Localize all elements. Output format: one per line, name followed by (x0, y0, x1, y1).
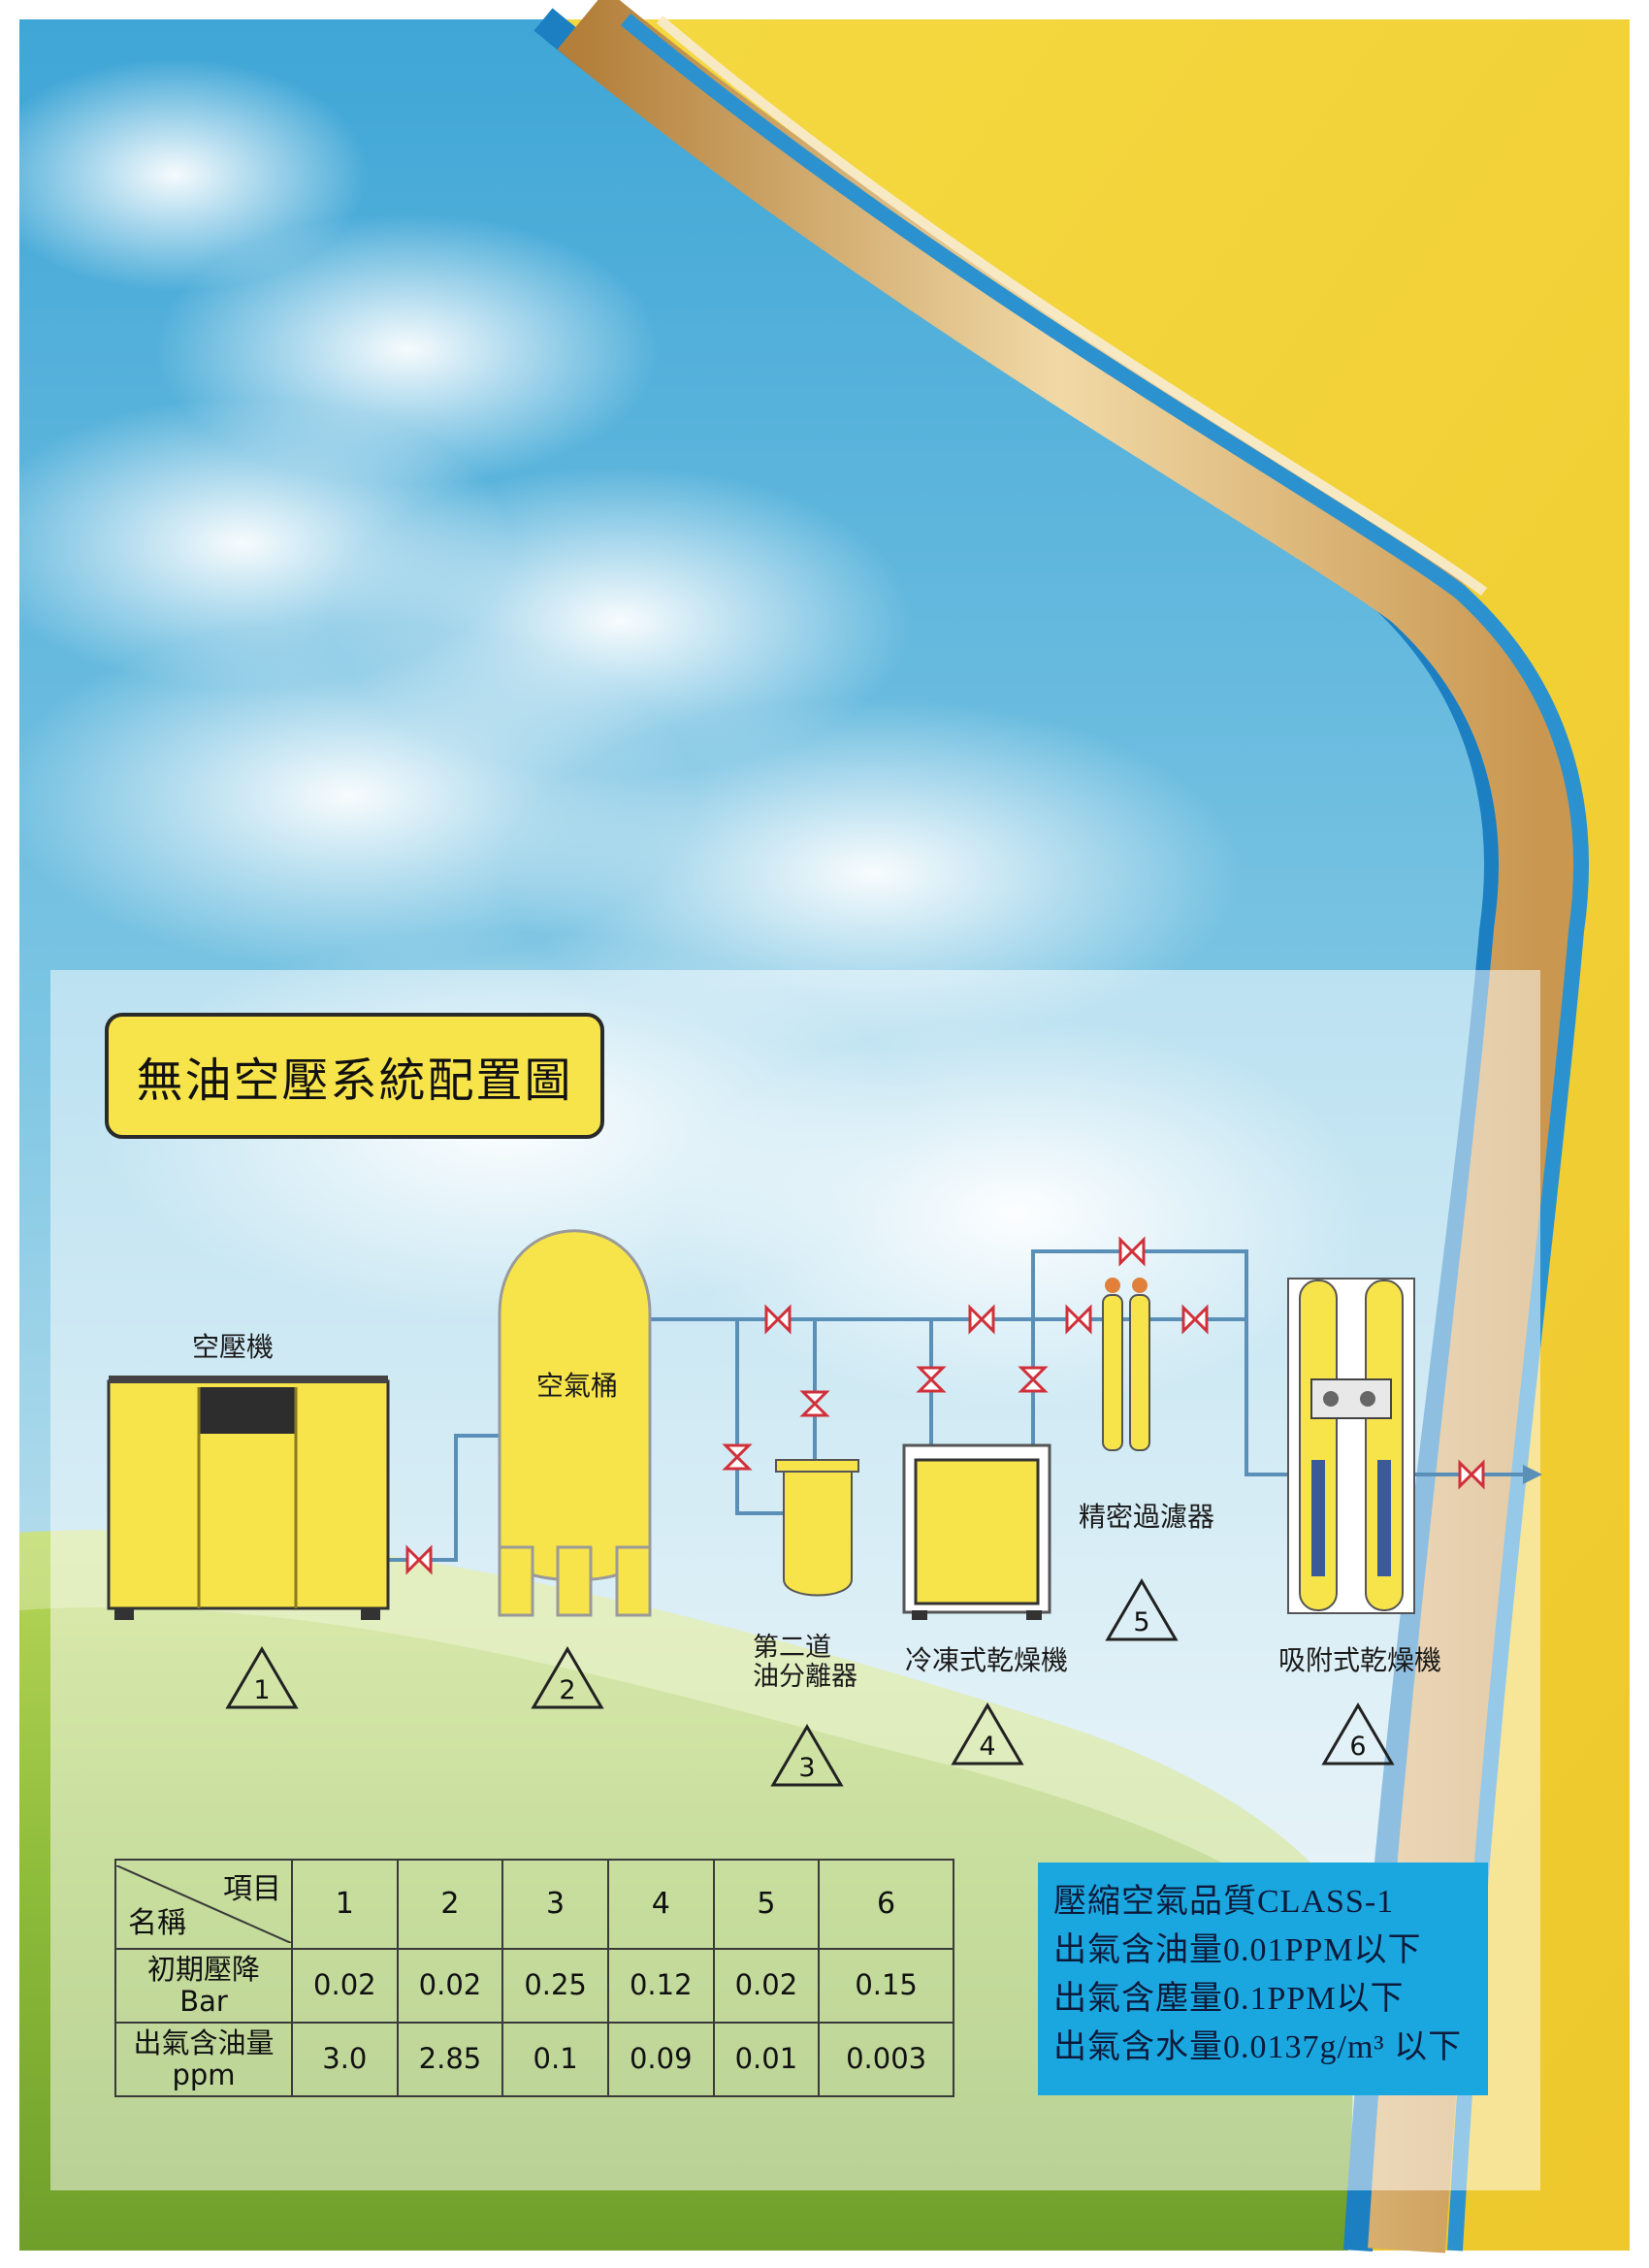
quality-line: 出氣含水量0.0137g/m³ 以下 (1053, 2029, 1463, 2065)
table-column-header: 5 (712, 1859, 821, 1950)
table-cell: 0.02 (396, 1947, 504, 2024)
table-row: 出氣含油量 ppm 3.0 2.85 0.1 0.09 0.01 0.003 (114, 2021, 954, 2098)
table-row-label: 出氣含油量 ppm (114, 2021, 293, 2098)
table-cell: 0.02 (291, 1947, 399, 2024)
air-quality-box: 壓縮空氣品質CLASS-1 出氣含油量0.01PPM以下 出氣含塵量0.1PPM… (1038, 1863, 1488, 2095)
table-column-header: 3 (501, 1859, 609, 1950)
air-tank-drawing (498, 1229, 652, 1617)
refrigerated-dryer-drawing (902, 1443, 1051, 1620)
table-cell: 0.1 (501, 2021, 609, 2098)
table-corner-cell: 項目 名稱 (114, 1859, 293, 1950)
compressor-drawing (107, 1376, 390, 1620)
oil-separator-drawing (775, 1459, 859, 1597)
table-cell: 2.85 (396, 2021, 504, 2098)
component-label-3-line2: 油分離器 (753, 1662, 857, 1692)
table-cell: 0.09 (606, 2021, 715, 2098)
component-label-4: 冷凍式乾燥機 (905, 1644, 1069, 1676)
component-label-6: 吸附式乾燥機 (1278, 1644, 1442, 1676)
table-cell: 0.02 (712, 1947, 821, 2024)
table-column-header: 2 (396, 1859, 504, 1950)
table-cell: 3.0 (291, 2021, 399, 2098)
spec-table: 項目 名稱 1 2 3 4 5 6 初期壓降 Bar 0.02 0.02 0.2… (114, 1859, 954, 2098)
component-label-2: 空氣桶 (536, 1370, 619, 1402)
marker-2: 2 (559, 1675, 576, 1705)
table-column-header: 6 (818, 1859, 954, 1950)
marker-1: 1 (253, 1675, 271, 1705)
table-row: 初期壓降 Bar 0.02 0.02 0.25 0.12 0.02 0.15 (114, 1947, 954, 2024)
corner-label-name: 名稱 (128, 1905, 186, 1940)
precision-filter-drawing (1102, 1278, 1150, 1451)
row-label-main: 初期壓降 (146, 1952, 260, 1986)
quality-line: 壓縮空氣品質CLASS-1 (1053, 1884, 1395, 1920)
table-cell: 0.12 (606, 1947, 715, 2024)
table-header-row: 項目 名稱 1 2 3 4 5 6 (114, 1859, 954, 1950)
marker-6: 6 (1349, 1732, 1367, 1762)
marker-3: 3 (798, 1753, 816, 1783)
table-row-label: 初期壓降 Bar (114, 1947, 293, 2024)
quality-line: 出氣含塵量0.1PPM以下 (1053, 1981, 1405, 2017)
quality-line: 出氣含油量0.01PPM以下 (1053, 1932, 1422, 1968)
row-label-main: 出氣含油量 (133, 2025, 275, 2059)
marker-5: 5 (1133, 1607, 1150, 1637)
component-label-5: 精密過濾器 (1079, 1501, 1215, 1533)
marker-4: 4 (979, 1732, 996, 1762)
table-cell: 0.25 (501, 1947, 609, 2024)
table-column-header: 1 (291, 1859, 399, 1950)
table-cell: 0.15 (818, 1947, 954, 2024)
corner-label-item: 項目 (223, 1871, 281, 1906)
row-label-unit: ppm (172, 2057, 236, 2091)
table-cell: 0.01 (712, 2021, 821, 2098)
table-cell: 0.003 (818, 2021, 954, 2098)
component-label-3-line1: 第二道 (753, 1633, 831, 1663)
component-label-1: 空壓機 (192, 1331, 275, 1363)
diagram-title-box: 無油空壓系統配置圖 (105, 1013, 604, 1139)
table-column-header: 4 (606, 1859, 715, 1950)
diagram-title: 無油空壓系統配置圖 (136, 1053, 573, 1108)
adsorption-dryer-drawing (1287, 1278, 1415, 1614)
row-label-unit: Bar (179, 1984, 228, 2018)
